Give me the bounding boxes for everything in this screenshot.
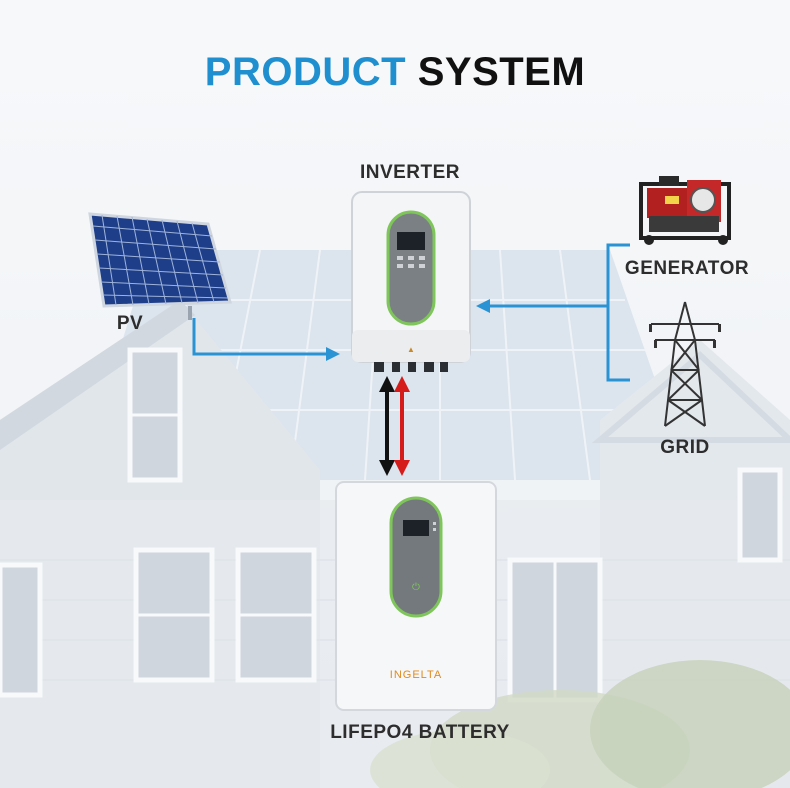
title-part-dark: SYSTEM (417, 50, 586, 94)
svg-text:▲: ▲ (407, 345, 415, 354)
battery-brand-logo: INGELTA (389, 669, 443, 681)
inverter-icon: ▲ (351, 191, 471, 372)
source-bracket (606, 243, 630, 382)
generator-icon (639, 176, 731, 245)
inverter-label: INVERTER (359, 162, 461, 183)
battery-label: LIFEPO4 BATTERY (330, 722, 510, 743)
solar-panel-icon (88, 212, 232, 320)
pv-label: PV (116, 313, 144, 334)
svg-text:⏻: ⏻ (412, 582, 420, 593)
page-title: PRODUCT SYSTEM (0, 50, 790, 95)
title-part-accent: PRODUCT (204, 50, 407, 94)
battery-icon: ⏻ (335, 481, 497, 711)
grid-label: GRID (660, 437, 710, 458)
pv-to-inverter-arrow (192, 318, 330, 356)
power-tower-icon (649, 301, 721, 427)
generator-label: GENERATOR (624, 258, 750, 279)
